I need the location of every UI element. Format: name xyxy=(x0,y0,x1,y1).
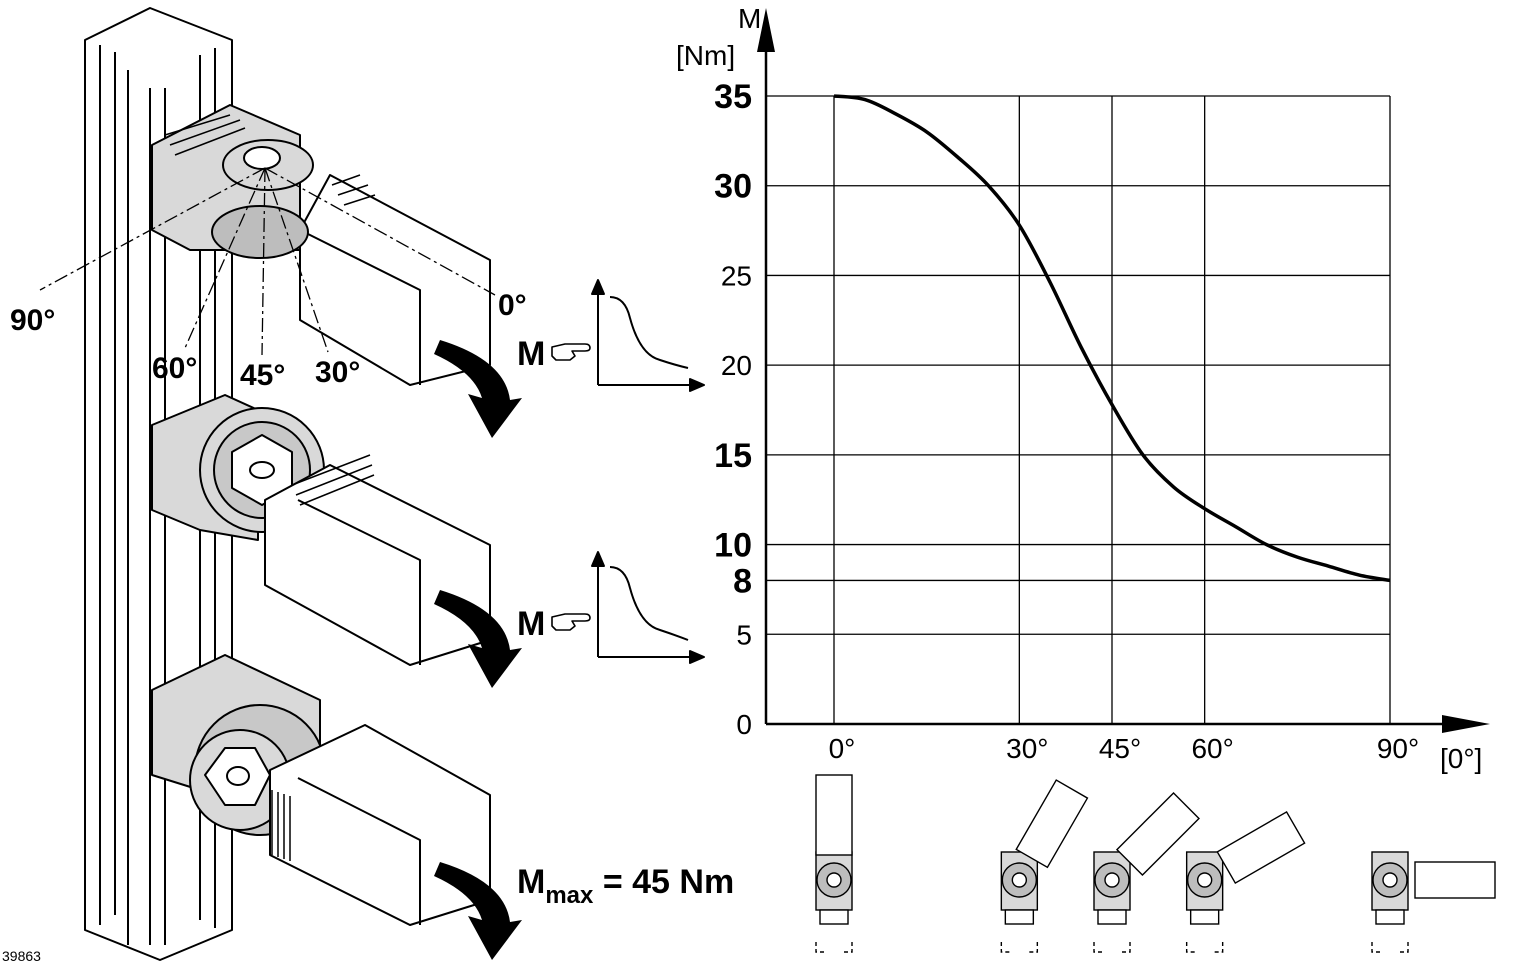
chart-axes xyxy=(757,8,1490,733)
clamp-bolt xyxy=(1104,872,1120,888)
profile-outline xyxy=(815,942,853,953)
y-tick-label: 10 xyxy=(714,527,752,565)
tube xyxy=(1414,861,1496,899)
orientation-diagram xyxy=(815,774,853,953)
joint-top xyxy=(151,104,491,386)
tube-arm xyxy=(1414,861,1496,899)
orientation-diagram xyxy=(1185,810,1306,953)
y-tick-label: 25 xyxy=(721,260,752,291)
y-axis-arrow xyxy=(757,8,775,52)
moment-arrow-top xyxy=(434,340,522,438)
clamp-bolt xyxy=(1382,872,1398,888)
chart-grid xyxy=(766,95,1391,724)
x-tick-label: 60° xyxy=(1191,733,1233,764)
orientation-diagram xyxy=(1093,792,1200,953)
pointing-hand-icon xyxy=(551,613,591,631)
x-axis-label: [0°] xyxy=(1440,743,1482,774)
x-axis-arrow xyxy=(1442,715,1490,733)
x-tick-label: 30° xyxy=(1006,733,1048,764)
clamp-bolt xyxy=(1196,872,1213,888)
angle-label-90: 90° xyxy=(10,304,55,337)
tube xyxy=(1216,810,1306,885)
y-tick-label: 5 xyxy=(736,619,752,650)
orientation-diagrams xyxy=(815,774,1496,953)
pointing-hand-icon xyxy=(551,343,591,361)
x-tick-label: 90° xyxy=(1377,733,1419,764)
tube xyxy=(1115,792,1200,877)
moment-symbol-top: M xyxy=(517,335,545,373)
y-tick-label: 0 xyxy=(736,709,752,740)
mini-graph-middle xyxy=(591,551,705,664)
joint-bottom xyxy=(151,654,491,926)
chart-series xyxy=(833,94,1391,583)
angle-label-0: 0° xyxy=(498,289,527,322)
tube-arm xyxy=(1115,792,1200,877)
max-moment-label: Mmax = 45 Nm xyxy=(517,863,734,909)
tube-arm xyxy=(815,774,853,856)
clamp-base xyxy=(1097,909,1127,925)
x-tick-label: 0° xyxy=(829,733,856,764)
profile-outline xyxy=(1000,942,1039,953)
profile-outline xyxy=(1185,942,1224,953)
clamp-base xyxy=(1189,909,1220,925)
torque-chart: 0 5 810 15 20 25 30 35 0° 30° 45° 60° 90° xyxy=(714,8,1490,764)
tube-arm xyxy=(1015,779,1089,869)
orientation-diagram xyxy=(1371,851,1496,953)
x-tick-label: 45° xyxy=(1099,733,1141,764)
moment-symbol-middle: M xyxy=(517,605,545,643)
clamp-base xyxy=(1004,909,1035,925)
angle-label-30: 30° xyxy=(315,356,360,389)
clamp-bolt xyxy=(826,872,842,888)
tube xyxy=(815,774,853,856)
moment-arrow-middle xyxy=(434,590,522,688)
max-moment-subscript: max xyxy=(545,882,594,909)
moment-arrows xyxy=(434,340,522,960)
y-tick-label: 30 xyxy=(714,168,752,206)
profile-outline xyxy=(1093,942,1131,953)
y-tick-label: 15 xyxy=(714,437,752,475)
figure-id: 39863 xyxy=(2,948,41,964)
angle-label-60: 60° xyxy=(152,352,197,385)
angle-rays xyxy=(39,167,496,356)
tube xyxy=(1015,779,1089,869)
mini-graph-top xyxy=(591,279,705,392)
y-tick-label: 35 xyxy=(714,78,752,116)
clamp-bolt xyxy=(1011,872,1028,888)
max-moment-value: = 45 Nm xyxy=(593,863,734,901)
moment-arrow-bottom xyxy=(434,862,522,960)
angle-label-45: 45° xyxy=(240,359,285,392)
clamp-base xyxy=(1375,909,1405,925)
clamp-base xyxy=(819,909,849,925)
illustration xyxy=(39,7,705,961)
y-axis-label: M xyxy=(738,3,761,34)
y-tick-label: 20 xyxy=(721,350,752,381)
orientation-diagram xyxy=(1000,779,1089,953)
y-axis-unit: [Nm] xyxy=(676,40,735,71)
profile-outline xyxy=(1371,942,1409,953)
torque-curve xyxy=(833,94,1391,583)
chart-tick-labels: 0 5 810 15 20 25 30 35 0° 30° 45° 60° 90° xyxy=(714,78,1419,764)
tube-arm xyxy=(1216,810,1306,885)
y-tick-label: 8 xyxy=(733,562,752,600)
